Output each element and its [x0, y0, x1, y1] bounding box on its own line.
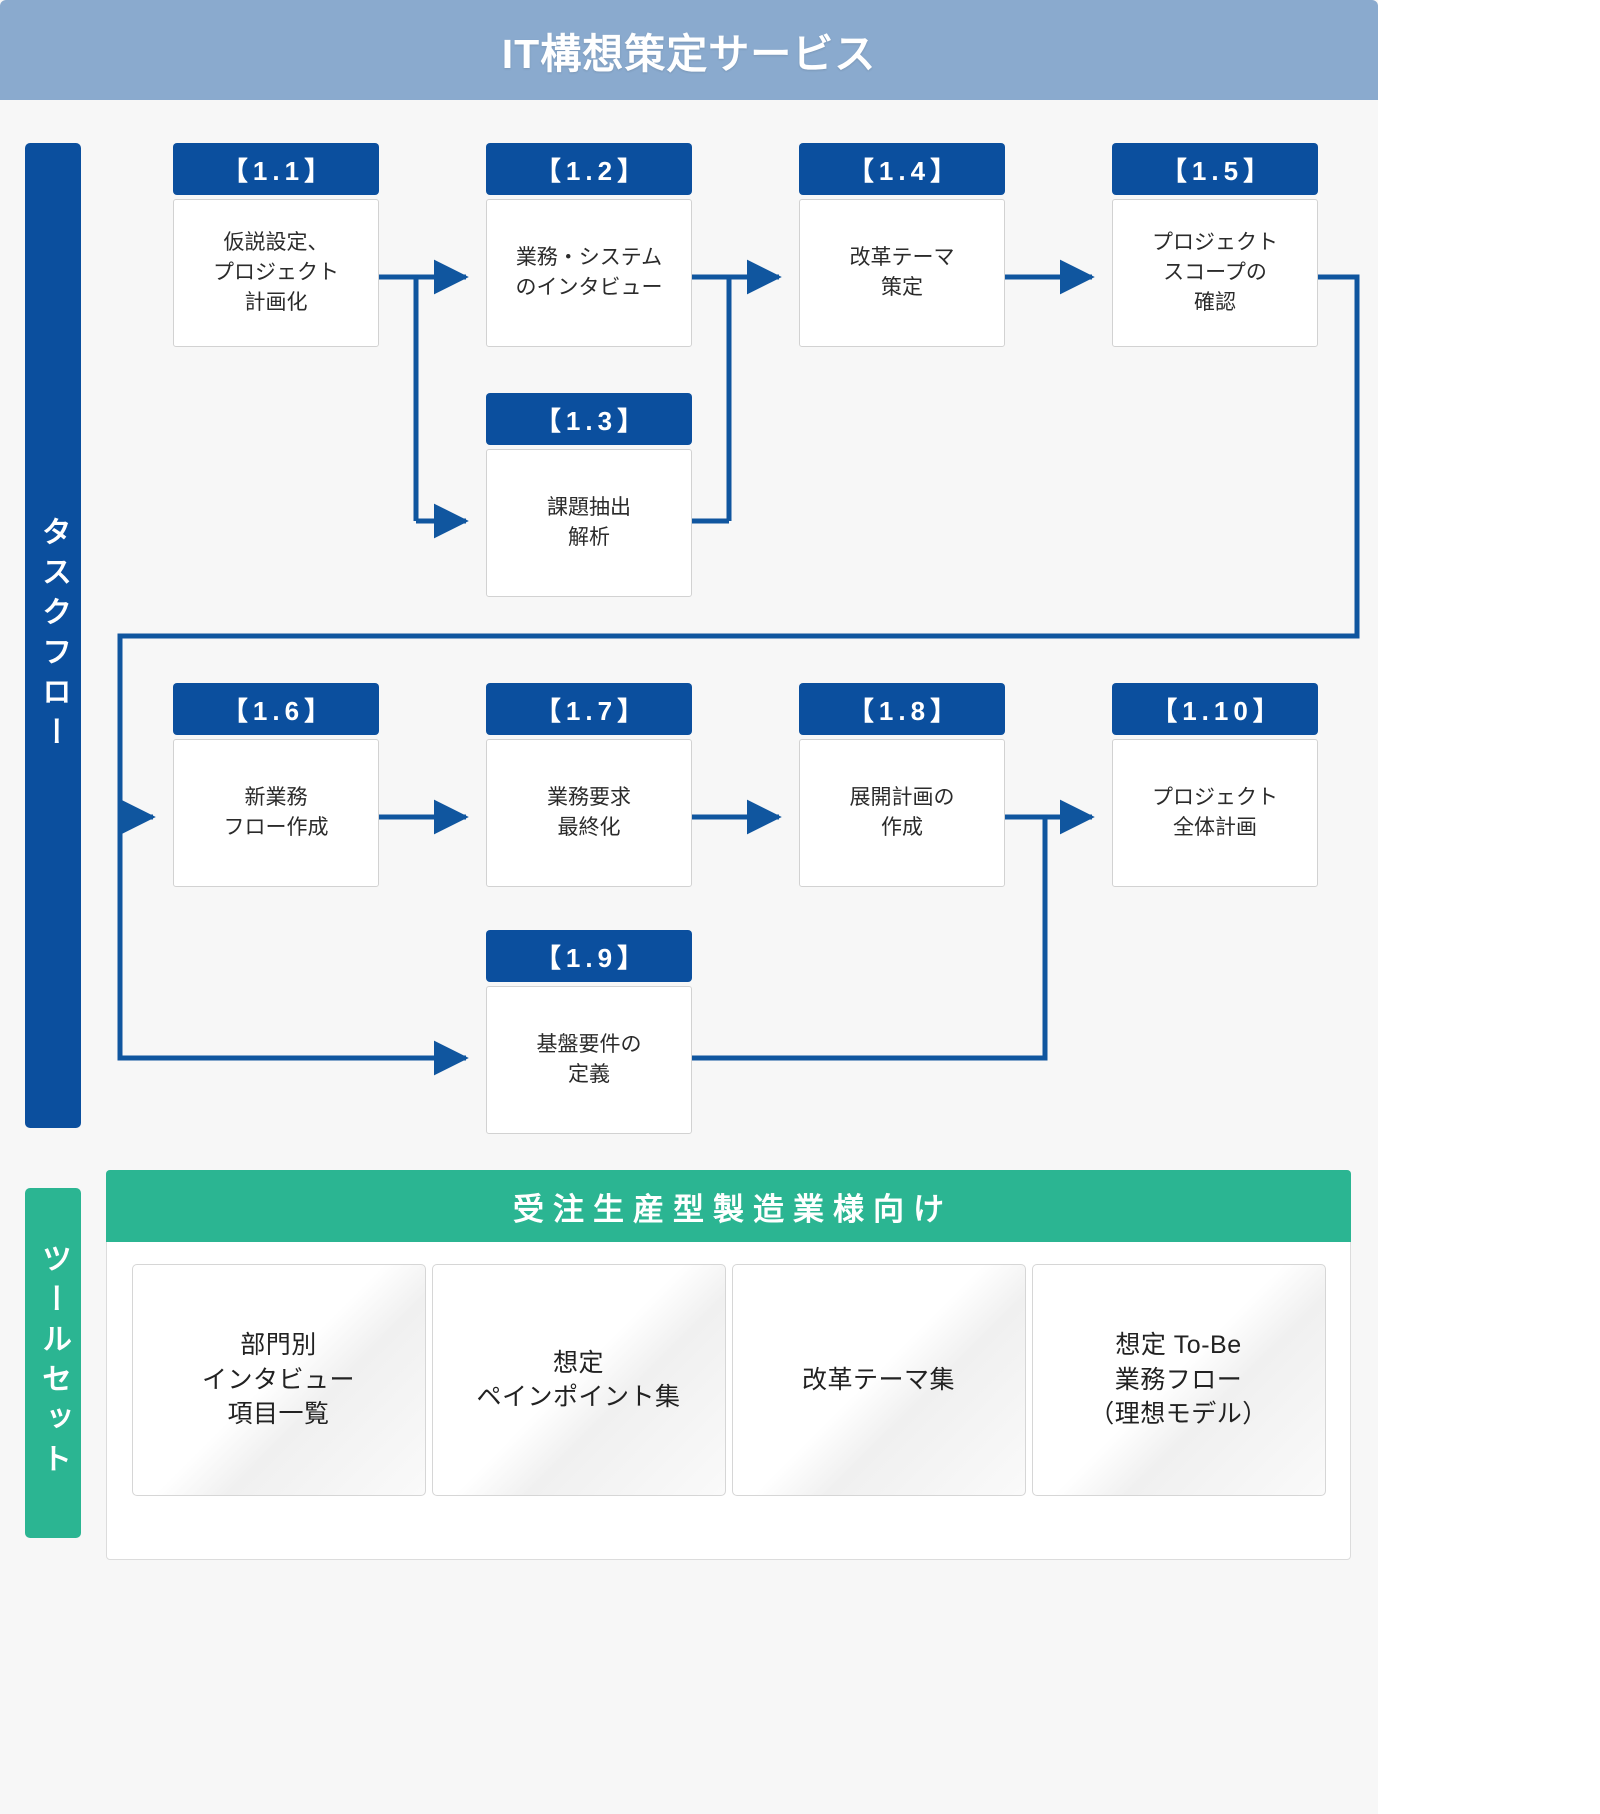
task-number-1-4: 【1.4】 [799, 143, 1005, 195]
task-number-1-8: 【1.8】 [799, 683, 1005, 735]
task-label-1-4: 改革テーマ 策定 [799, 199, 1005, 347]
task-number-1-7: 【1.7】 [486, 683, 692, 735]
task-label-1-1: 仮説設定、 プロジェクト 計画化 [173, 199, 379, 347]
tool-card-4[interactable]: 想定 To-Be 業務フロー （理想モデル） [1031, 1264, 1326, 1496]
task-box-1-10[interactable]: 【1.10】 プロジェクト 全体計画 [1112, 683, 1318, 887]
task-box-1-5[interactable]: 【1.5】 プロジェクト スコープの 確認 [1112, 143, 1318, 347]
task-box-1-6[interactable]: 【1.6】 新業務 フロー作成 [173, 683, 379, 887]
task-box-1-9[interactable]: 【1.9】 基盤要件の 定義 [486, 930, 692, 1134]
sidebar-label-taskflow: タスクフロー [25, 143, 81, 1128]
task-label-1-7: 業務要求 最終化 [486, 739, 692, 887]
task-label-1-9: 基盤要件の 定義 [486, 986, 692, 1134]
task-label-1-8: 展開計画の 作成 [799, 739, 1005, 887]
task-number-1-3: 【1.3】 [486, 393, 692, 445]
sidebar-toolset-text: ツールセット [37, 1243, 70, 1483]
task-box-1-4[interactable]: 【1.4】 改革テーマ 策定 [799, 143, 1005, 347]
task-label-1-2: 業務・システム のインタビュー [486, 199, 692, 347]
task-number-1-9: 【1.9】 [486, 930, 692, 982]
task-number-1-1: 【1.1】 [173, 143, 379, 195]
task-box-1-2[interactable]: 【1.2】 業務・システム のインタビュー [486, 143, 692, 347]
task-number-1-6: 【1.6】 [173, 683, 379, 735]
task-number-1-5: 【1.5】 [1112, 143, 1318, 195]
task-label-1-6: 新業務 フロー作成 [173, 739, 379, 887]
task-number-1-2: 【1.2】 [486, 143, 692, 195]
toolset-title: 受注生産型製造業様向け [106, 1170, 1351, 1242]
task-number-1-10: 【1.10】 [1112, 683, 1318, 735]
toolset-card-list: 部門別 インタビュー 項目一覧 想定 ペインポイント集 改革テーマ集 想定 To… [106, 1264, 1351, 1514]
tool-card-3[interactable]: 改革テーマ集 [731, 1264, 1026, 1496]
task-label-1-10: プロジェクト 全体計画 [1112, 739, 1318, 887]
page-title: IT構想策定サービス [501, 31, 877, 77]
task-label-1-3: 課題抽出 解析 [486, 449, 692, 597]
page-header: IT構想策定サービス [0, 0, 1378, 100]
task-label-1-5: プロジェクト スコープの 確認 [1112, 199, 1318, 347]
task-box-1-1[interactable]: 【1.1】 仮説設定、 プロジェクト 計画化 [173, 143, 379, 347]
tool-card-2[interactable]: 想定 ペインポイント集 [431, 1264, 726, 1496]
task-box-1-3[interactable]: 【1.3】 課題抽出 解析 [486, 393, 692, 597]
task-box-1-7[interactable]: 【1.7】 業務要求 最終化 [486, 683, 692, 887]
sidebar-label-toolset: ツールセット [25, 1188, 81, 1538]
sidebar-taskflow-text: タスクフロー [37, 515, 70, 756]
task-box-1-8[interactable]: 【1.8】 展開計画の 作成 [799, 683, 1005, 887]
tool-card-1[interactable]: 部門別 インタビュー 項目一覧 [131, 1264, 426, 1496]
